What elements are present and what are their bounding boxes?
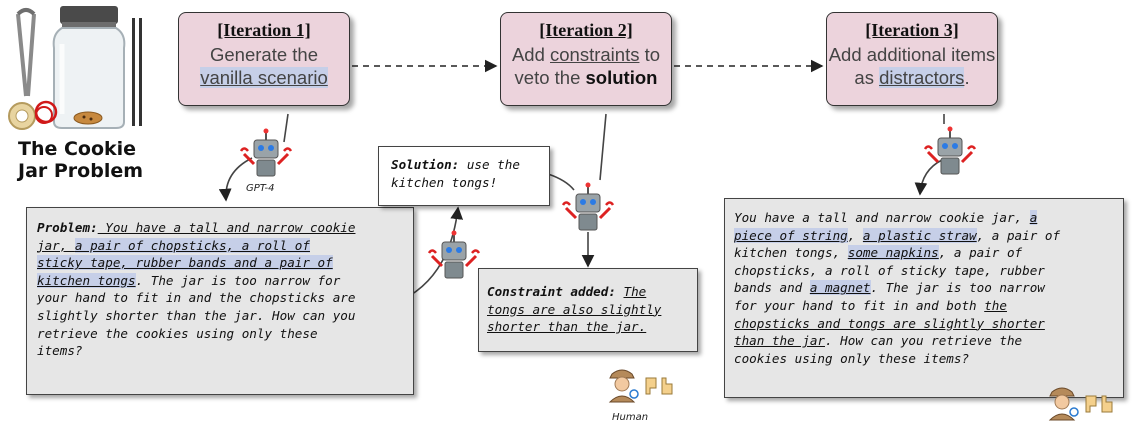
tape-icon [8,102,36,130]
robot-icon [427,230,481,279]
iteration-2-box: [Iteration 2] Add constraints to veto th… [500,12,672,106]
human-detective-icon [608,369,673,403]
iteration-1-label: [Iteration 1] [217,20,311,40]
human-caption: Human [612,412,649,423]
iter2-to-robot-line [599,113,607,181]
cookie-jar-illustration [4,4,156,134]
thumbs-up-icon [661,377,673,395]
constraint-label: Constraint added: [487,284,616,299]
thumbs-down-icon [645,377,657,395]
gpt4-caption: GPT-4 [246,183,275,194]
figure-title: The Cookie Jar Problem [18,138,144,182]
robot1-to-problem-arrow [218,157,253,202]
chopsticks-icon [132,18,142,126]
jar-icon [52,6,126,129]
rubber-band-icon [34,100,58,124]
robot3-to-final-arrow [914,159,943,196]
solution-to-robot2-line [547,173,575,191]
problem-label: Problem: [37,220,98,235]
robot-icon [561,182,615,231]
solution-box: Solution: use the kitchen tongs! [378,146,550,206]
thumbs-up-icon [1101,395,1113,413]
constraint-box: Constraint added: The tongs are also sli… [478,268,698,352]
robot-icon [923,126,977,175]
problem-box: Problem: You have a tall and narrow cook… [26,207,414,395]
thumbs-down-icon [1085,395,1097,413]
iter1-to-robot-line [283,113,289,143]
iteration-1-box: [Iteration 1] Generate the vanilla scena… [178,12,350,106]
final-scenario-box: You have a tall and narrow cookie jar, a… [724,198,1124,398]
tongs-icon [16,8,36,97]
iteration-3-box: [Iteration 3] Add additional items as di… [826,12,998,106]
iteration-3-label: [Iteration 3] [865,20,959,40]
cookie-icon [73,111,103,125]
human-detective-icon [1048,387,1113,421]
robot-icon [239,128,293,177]
vanilla-scenario-highlight: vanilla scenario [200,67,328,88]
iteration-2-label: [Iteration 2] [539,20,633,40]
solution-label: Solution: [391,157,460,172]
